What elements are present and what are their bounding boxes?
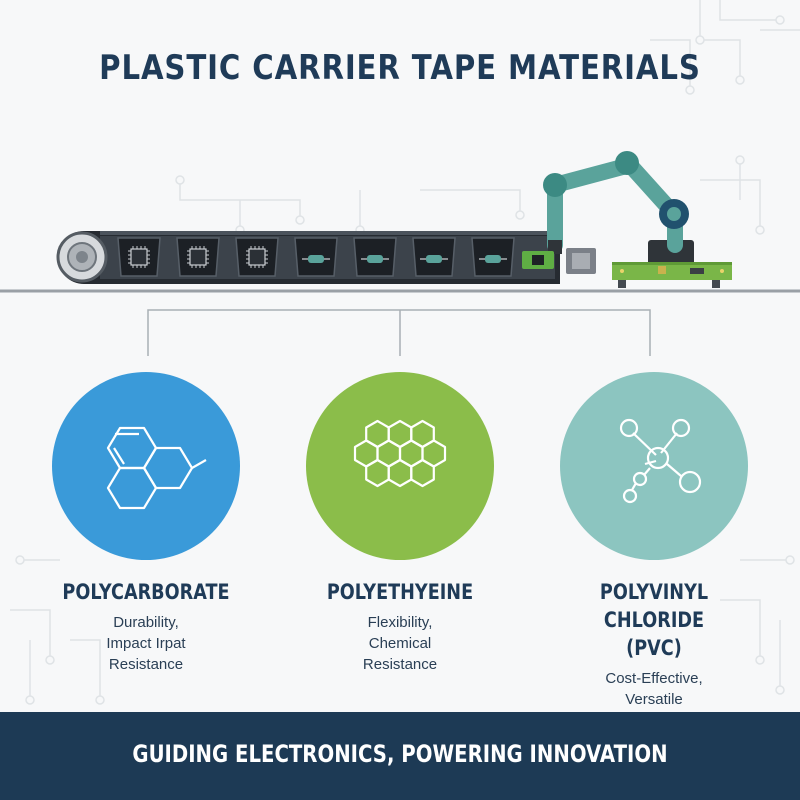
connector-lines [147, 309, 651, 356]
conveyor-illustration [0, 151, 800, 293]
description-line: Cost-Effective, [605, 670, 703, 687]
held-chip-icon [522, 251, 554, 269]
material-name: POLYCARBORATE [62, 580, 230, 604]
description-line: Durability, [113, 614, 179, 631]
material-name: POLYETHYEINE [326, 580, 474, 604]
tape-pocket-chip-icon [235, 237, 279, 277]
hexagon-shape [410, 458, 435, 488]
footer-tagline: GUIDING ELECTRONICS, POWERING INNOVATION [132, 740, 668, 768]
page-title: PLASTIC CARRIER TAPE MATERIALS [99, 48, 701, 88]
tape-pocket-resistor-icon [294, 237, 338, 277]
hexagon-shape [387, 458, 413, 488]
material-name-line: (PVC) [626, 636, 682, 660]
material-description: Flexibility, Chemical Resistance [280, 612, 520, 675]
pvc-circle [560, 372, 748, 560]
benzene-ring-molecule-icon [106, 426, 207, 510]
material-description: Durability, Impact Irpat Resistance [26, 612, 266, 675]
conveyor-roller-icon [56, 231, 108, 283]
material-name-line: POLYVINYL CHLORIDE [599, 580, 709, 632]
polycarbonate-circle [52, 372, 240, 560]
tape-pocket-resistor-icon [412, 237, 456, 277]
material-pvc: POLYVINYL CHLORIDE (PVC) Cost-Effective,… [534, 372, 774, 710]
hexagon-lattice-icon [353, 419, 447, 488]
description-line: Resistance [108, 656, 184, 673]
material-polycarbonate: POLYCARBORATE Durability, Impact Irpat R… [26, 372, 266, 675]
description-line: Impact Irpat [106, 635, 186, 652]
tape-pocket-chip-icon [176, 237, 220, 277]
footer-banner: GUIDING ELECTRONICS, POWERING INNOVATION [0, 712, 800, 800]
robot-arm-icon [543, 151, 694, 266]
description-line: Versatile [625, 691, 683, 708]
tape-pocket-resistor-icon [471, 237, 515, 277]
tape-pocket-chip-icon [117, 237, 161, 277]
material-polyethylene: POLYETHYEINE Flexibility, Chemical Resis… [280, 372, 520, 675]
molecule-nodes-icon [619, 418, 702, 504]
hexagon-shape [365, 458, 390, 488]
material-name: POLYVINYL CHLORIDE (PVC) [553, 578, 755, 662]
circuit-board-icon [612, 262, 732, 288]
material-description: Cost-Effective, Versatile [534, 668, 774, 710]
description-line: Flexibility, [367, 614, 433, 631]
description-line: Resistance [362, 656, 438, 673]
tape-pocket-resistor-icon [353, 237, 397, 277]
microchip-icon [566, 248, 596, 274]
polyethylene-circle [306, 372, 494, 560]
description-line: Chemical [368, 635, 432, 652]
